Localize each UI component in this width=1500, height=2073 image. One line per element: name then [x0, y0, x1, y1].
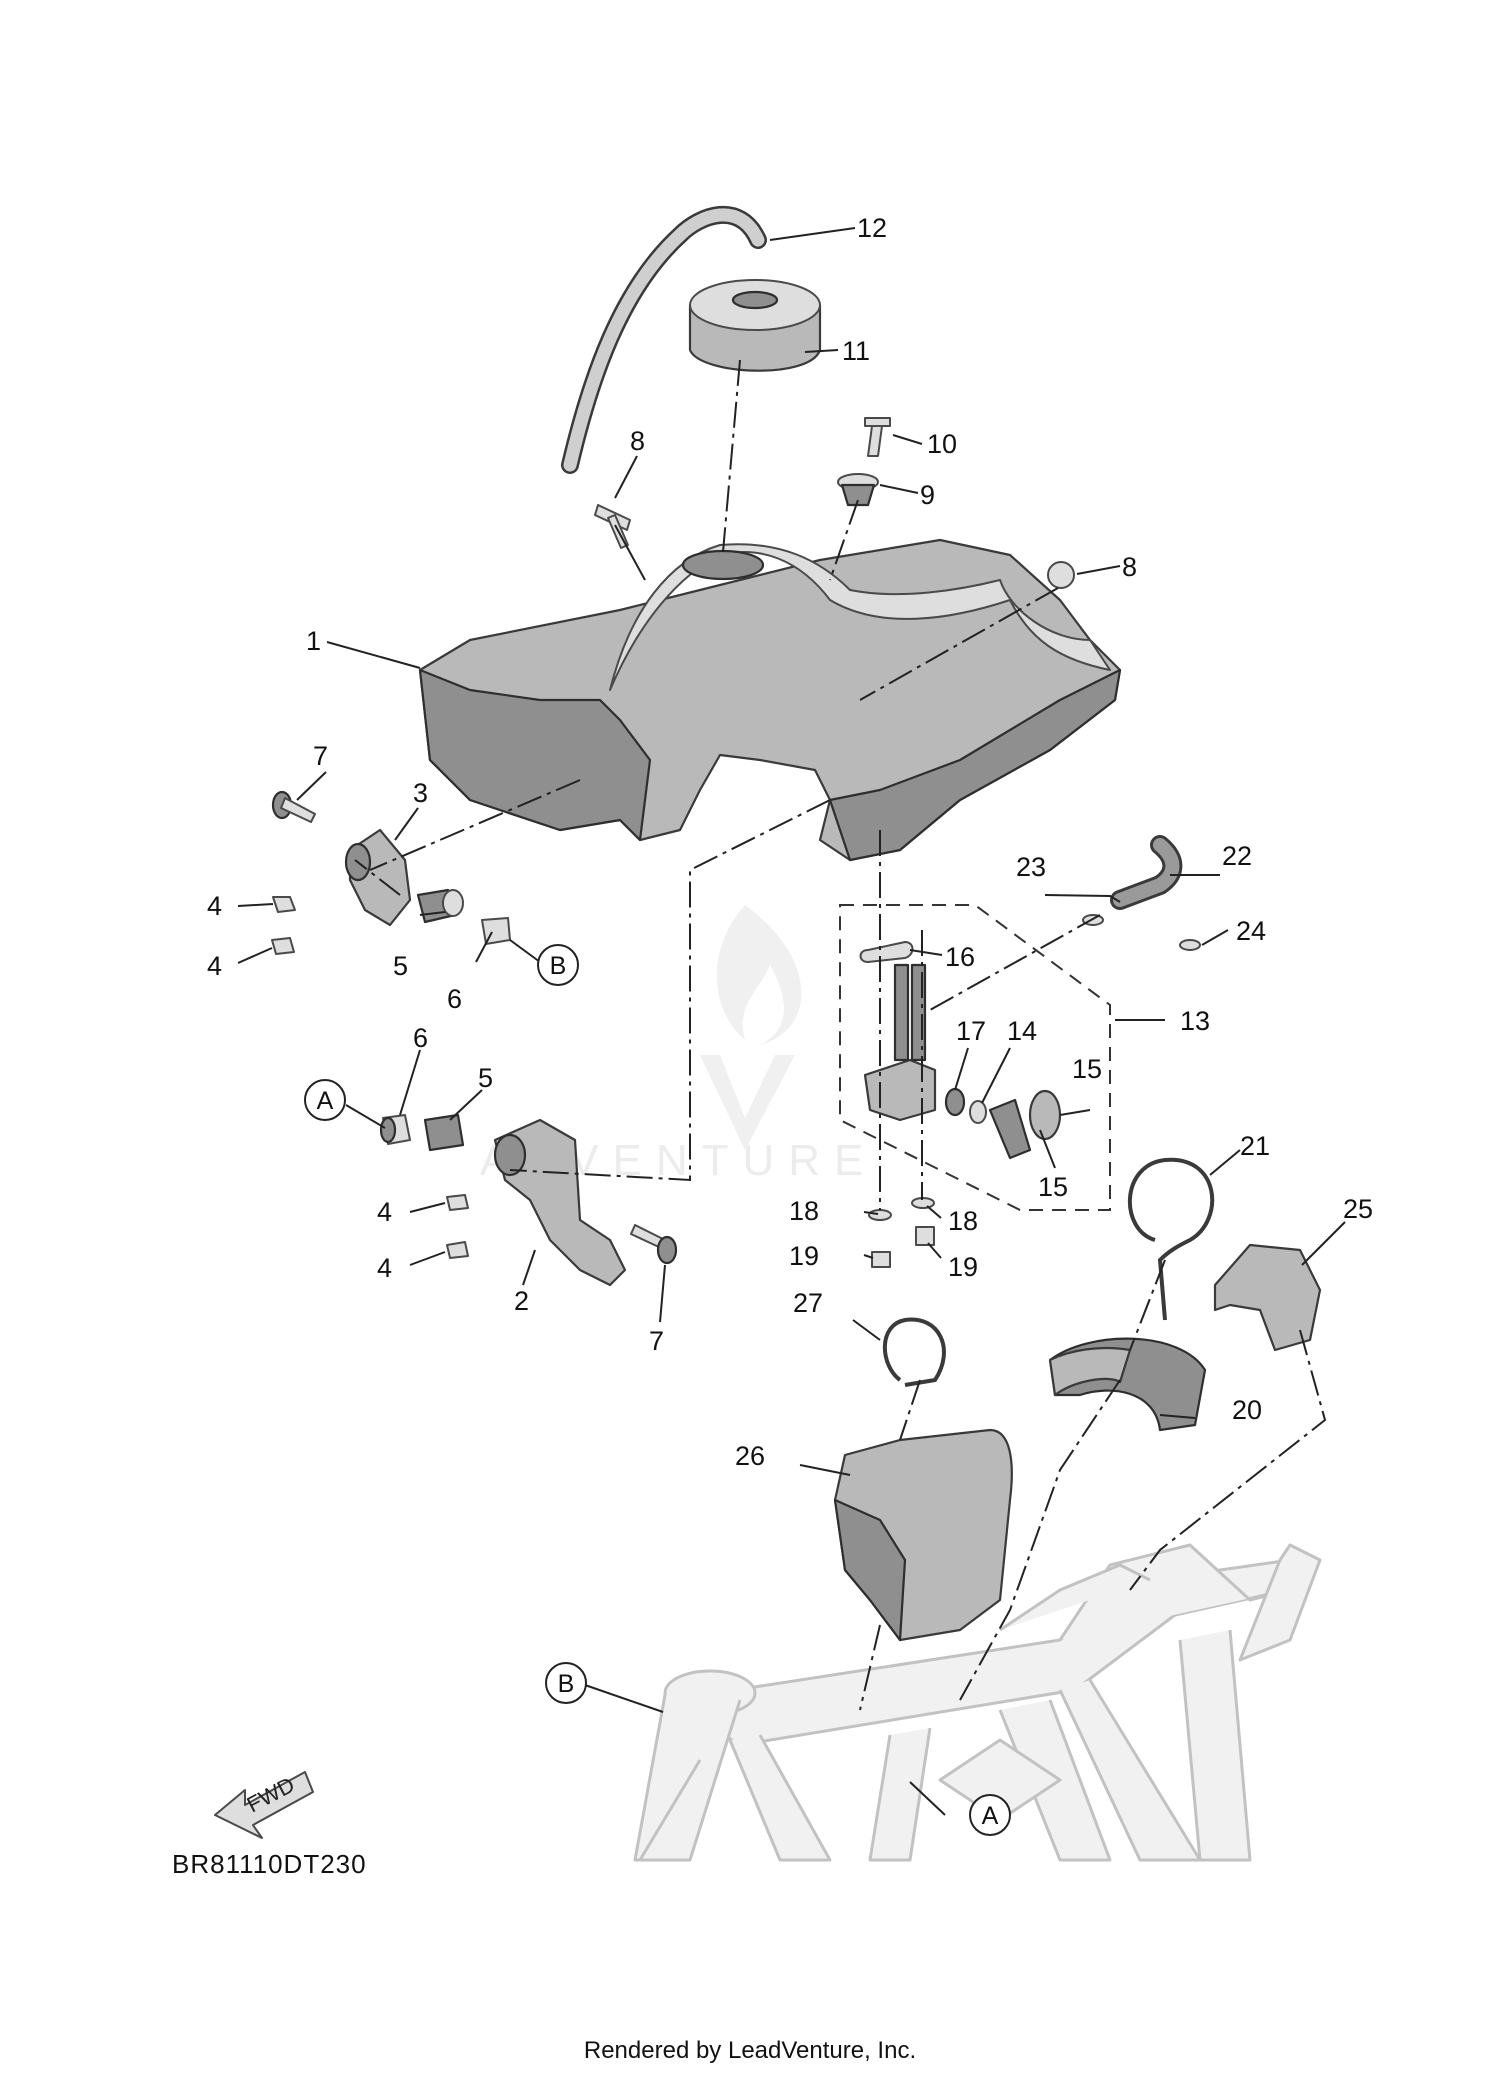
bolt-4-d — [446, 1241, 469, 1259]
rubber-20 — [1048, 1337, 1207, 1432]
grommet-9 — [837, 473, 879, 507]
callout-18-b: 18 — [948, 1206, 978, 1236]
callout-6-upper: 6 — [447, 984, 462, 1014]
bracket-2 — [493, 1118, 627, 1287]
alignment-lines — [354, 359, 1327, 1711]
callout-16: 16 — [945, 942, 975, 972]
callout-3: 3 — [413, 778, 428, 808]
callout-18-a: 18 — [789, 1196, 819, 1226]
band-21 — [1127, 1157, 1215, 1321]
fuel-cap — [688, 279, 822, 372]
callout-25: 25 — [1343, 1194, 1373, 1224]
bolt-7-upper — [271, 790, 316, 823]
callout-17: 17 — [956, 1016, 986, 1046]
bolt-4-c — [446, 1194, 469, 1211]
ref-a-left: A — [304, 1079, 346, 1121]
o-ring-17 — [944, 1087, 966, 1117]
callout-24: 24 — [1236, 916, 1266, 946]
callout-5-lower: 5 — [478, 1063, 493, 1093]
collar-6-upper — [481, 917, 511, 945]
diagram-code: BR81110DT230 — [172, 1849, 367, 1879]
guard-26 — [833, 1428, 1013, 1642]
bolt-4-b — [271, 937, 295, 955]
svg-text:A: A — [317, 1087, 334, 1115]
callout-15-a: 15 — [1072, 1054, 1102, 1084]
callout-4-c: 4 — [377, 1197, 392, 1227]
fuel-tank — [418, 538, 1122, 862]
callout-27: 27 — [793, 1288, 823, 1318]
ref-b-frame: B — [545, 1662, 587, 1704]
callout-19-b: 19 — [948, 1252, 978, 1282]
ref-a-frame: A — [969, 1794, 1011, 1836]
screw-19-b — [915, 1226, 935, 1246]
cover-25 — [1213, 1243, 1322, 1352]
callout-7-upper: 7 — [313, 741, 328, 771]
bolt-10 — [864, 417, 891, 457]
leader-lines — [237, 227, 1346, 1816]
band-27 — [882, 1317, 946, 1387]
callout-4-d: 4 — [377, 1253, 392, 1283]
callout-1: 1 — [306, 626, 321, 656]
gasket-16 — [859, 941, 914, 963]
callout-20: 20 — [1232, 1395, 1262, 1425]
clamp-15 — [1028, 1089, 1062, 1141]
screw-19-a — [871, 1251, 891, 1268]
callout-labels: 12 11 10 9 8 8 1 7 3 4 4 5 6 6 5 4 4 2 7… — [207, 213, 1373, 1471]
callout-7-lower: 7 — [649, 1326, 664, 1356]
callout-2: 2 — [514, 1286, 529, 1316]
fuel-cock-group-box — [839, 904, 1111, 1211]
callout-8-left: 8 — [630, 426, 645, 456]
damper-5-lower — [423, 1113, 465, 1152]
ref-b-top: B — [537, 944, 579, 986]
o-ring-14 — [969, 1100, 987, 1124]
footer-credit: Rendered by LeadVenture, Inc. — [584, 2037, 916, 2064]
svg-text:B: B — [558, 1670, 575, 1698]
frame-illustration — [633, 1543, 1322, 1862]
callout-13: 13 — [1180, 1006, 1210, 1036]
callout-12: 12 — [857, 213, 887, 243]
callout-5-upper: 5 — [393, 951, 408, 981]
svg-text:B: B — [550, 952, 567, 980]
callout-6-lower: 6 — [413, 1023, 428, 1053]
bolt-4-a — [272, 896, 296, 913]
callout-4-b: 4 — [207, 951, 222, 981]
clip-24 — [1179, 939, 1201, 951]
fuel-cock — [863, 963, 937, 1122]
callout-10: 10 — [927, 429, 957, 459]
callout-4-a: 4 — [207, 891, 222, 921]
callout-19-a: 19 — [789, 1241, 819, 1271]
strainer — [988, 1098, 1032, 1160]
bracket-3 — [344, 828, 412, 927]
callout-22: 22 — [1222, 841, 1252, 871]
collar-6-lower — [379, 1114, 411, 1145]
callout-14: 14 — [1007, 1016, 1037, 1046]
damper-5-upper — [416, 888, 464, 924]
callout-15-b: 15 — [1038, 1172, 1068, 1202]
callout-9: 9 — [920, 480, 935, 510]
callout-26: 26 — [735, 1441, 765, 1471]
bolt-7-lower — [630, 1224, 678, 1265]
callout-21: 21 — [1240, 1131, 1270, 1161]
fuel-line-22 — [1110, 835, 1183, 910]
bolt-8-right — [1047, 561, 1075, 589]
callout-11: 11 — [842, 336, 870, 366]
svg-text:A: A — [982, 1802, 999, 1830]
callout-23: 23 — [1016, 852, 1046, 882]
fwd-arrow-icon: FWD — [214, 1771, 314, 1839]
washer-18-a — [868, 1209, 892, 1221]
callout-8-right: 8 — [1122, 552, 1137, 582]
